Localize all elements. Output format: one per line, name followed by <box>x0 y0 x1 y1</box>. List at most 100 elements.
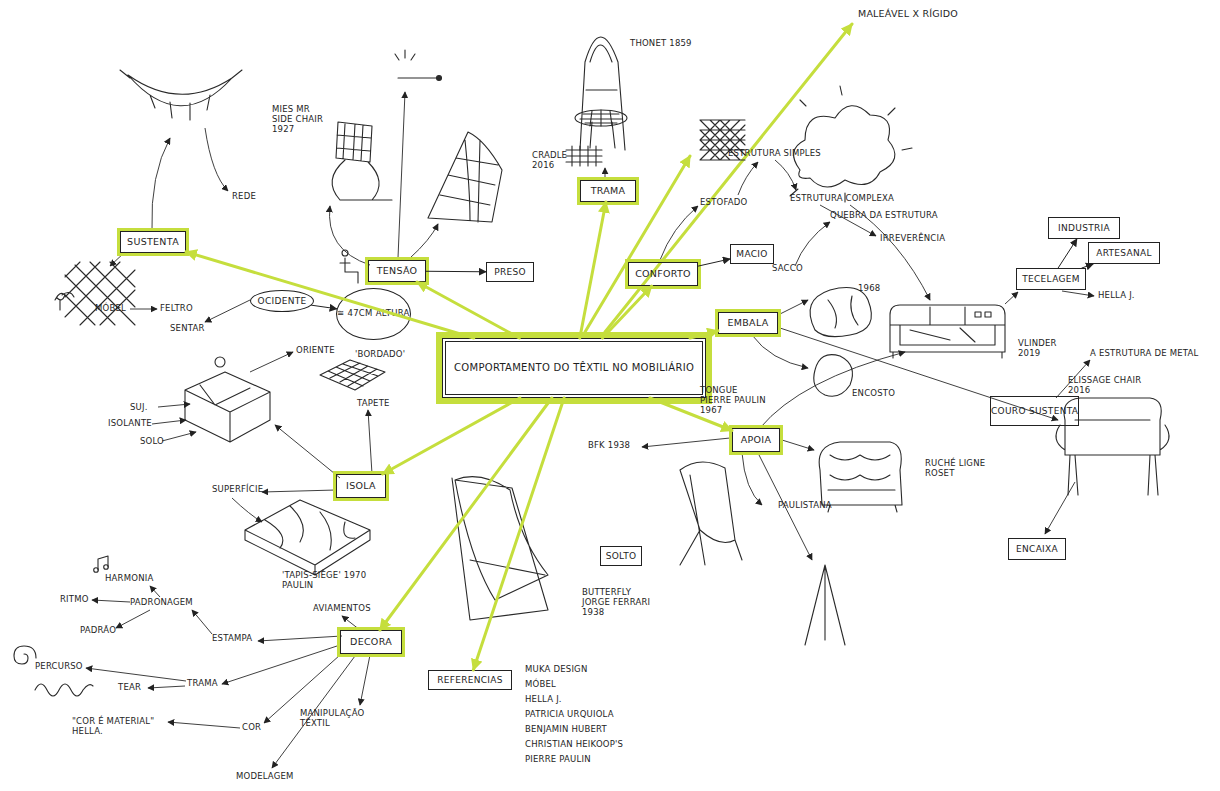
annotation-text: AVIAMENTOS <box>313 603 371 613</box>
leader-arrow <box>660 206 698 260</box>
annotation-text: ENCOSTO <box>852 388 895 398</box>
leader-arrow <box>130 309 157 310</box>
annotation-text: ESTRUTURA SIMPLES <box>728 148 821 158</box>
leader-arrow <box>795 222 830 266</box>
node-text: CONFORTO <box>635 269 691 280</box>
annotation-text: HELLA J. <box>525 694 562 704</box>
leader-arrow <box>820 205 876 236</box>
annotation-text: PATRICIA URQUIOLA <box>525 709 614 719</box>
annotation-text: MALEÁVEL X RÍGIDO <box>858 8 958 19</box>
annotation-text: ESTAMPA <box>212 633 252 643</box>
tripod-sketch <box>805 565 845 645</box>
butterfly-chair-sketch <box>452 477 548 620</box>
leader-arrow <box>152 138 170 230</box>
annotation-text: MÓBEL <box>525 679 556 689</box>
leader-arrow <box>168 722 240 728</box>
green-arrow <box>585 24 852 332</box>
branch-arrow <box>650 398 732 431</box>
annotation-text: PERCURSO <box>35 661 83 671</box>
node-text: EMBALA <box>727 318 768 329</box>
leader-arrow <box>368 410 372 474</box>
node-text: REFERENCIAS <box>437 675 503 685</box>
concept-box: REFERENCIAS <box>428 670 512 690</box>
node-text: INDUSTRIA <box>1058 223 1110 233</box>
branch-box: APOIA <box>732 428 780 452</box>
annotation-text: ORIENTE <box>296 345 335 355</box>
leader-arrow <box>232 498 262 522</box>
sacco-sketch <box>810 288 871 337</box>
annotation-text: REDE <box>232 191 256 201</box>
node-text: APOIA <box>741 435 772 446</box>
annotation-text: BFK 1938 <box>588 440 630 450</box>
annotation-text: ESTRUTURA COMPLEXA <box>790 193 894 203</box>
leader-arrow <box>158 404 190 407</box>
leader-arrow <box>778 300 808 315</box>
leader-arrow <box>642 438 730 447</box>
leader-arrow <box>250 352 293 372</box>
branch-box: TENSÃO <box>368 260 426 282</box>
isola-seat-sketch <box>185 372 270 442</box>
leader-arrow <box>116 610 150 628</box>
leader-arrow <box>738 162 758 195</box>
annotation-text: TEAR <box>118 682 141 692</box>
leader-arrow <box>222 645 340 684</box>
annotation-text: HARMONIA <box>105 573 153 583</box>
node-text: SOLTO <box>606 551 637 561</box>
annotation-text: MIES MR SIDE CHAIR 1927 <box>272 104 332 135</box>
leader-arrow <box>110 252 125 266</box>
branch-arrow <box>417 282 519 338</box>
tongue-sketch <box>814 355 853 397</box>
branch-box: CONFORTO <box>628 262 698 286</box>
annotation-text: PIERRE PAULIN <box>525 754 591 764</box>
concept-circle: ≅ 47CM ALTURA <box>336 288 411 340</box>
leader-arrow <box>148 686 185 688</box>
annotation-text: COR <box>242 722 261 732</box>
annotation-text: MANIPULAÇÃO TÊXTIL <box>300 708 370 728</box>
music-note-head <box>104 565 109 570</box>
leader-arrow <box>775 160 796 190</box>
connector-arrow <box>1058 239 1077 268</box>
branch-box: DECORA <box>340 630 402 654</box>
music-note-head <box>94 568 99 573</box>
branch-arrow <box>380 398 552 630</box>
leader-arrow <box>1045 482 1075 534</box>
connector-arrow <box>312 305 337 309</box>
node-text: COURO SUSTENTA <box>991 406 1078 416</box>
green-arrow <box>585 156 690 332</box>
annotation-text: IRREVERÊNCIA <box>880 233 945 243</box>
node-text: TECELAGEM <box>1022 274 1080 284</box>
leader-arrow <box>752 335 808 368</box>
branch-box: SUSTENTA <box>120 231 186 253</box>
node-text: MACIO <box>736 249 767 259</box>
leader-arrow <box>760 352 905 428</box>
net-sketch <box>65 262 135 325</box>
branch-arrow <box>602 286 651 338</box>
tapis-siege-sketch <box>245 500 370 575</box>
annotation-text: VLINDER 2019 <box>1018 338 1066 358</box>
node-text: DECORA <box>350 637 392 648</box>
thonet-chair-sketch <box>580 37 625 150</box>
leader-arrow <box>360 655 370 705</box>
cradle-sketch <box>428 132 502 222</box>
concept-box: ENCAIXA <box>1008 538 1066 560</box>
hammock-sketch <box>120 70 242 120</box>
concept-oval: OCIDENTE <box>250 290 314 312</box>
branch-box: TRAMA <box>580 180 636 202</box>
plant-symbol <box>55 292 74 310</box>
annotation-text: ESTOFADO <box>700 197 747 207</box>
annotation-text: 'TAPIS-SIÈGE' 1970 PAULIN <box>282 570 377 590</box>
annotation-text: A ESTRUTURA DE METAL <box>1090 348 1199 358</box>
annotation-text: PADRONAGEM <box>130 597 193 607</box>
annotation-text: HELLA J. <box>1098 290 1135 300</box>
spiral-symbol <box>14 646 36 664</box>
node-text: SUSTENTA <box>127 237 179 248</box>
mies-chair-sketch <box>332 122 392 200</box>
figure-head <box>215 357 225 367</box>
weave-grid <box>566 110 622 166</box>
annotation-text: SOLO <box>140 436 164 446</box>
annotation-text: QUEBRA DA ESTRUTURA <box>830 210 938 220</box>
annotation-text: ELISSAGE CHAIR 2016 <box>1068 375 1148 395</box>
annotation-text: PADRÃO <box>80 625 116 635</box>
annotation-text: TAPETE <box>357 398 390 408</box>
